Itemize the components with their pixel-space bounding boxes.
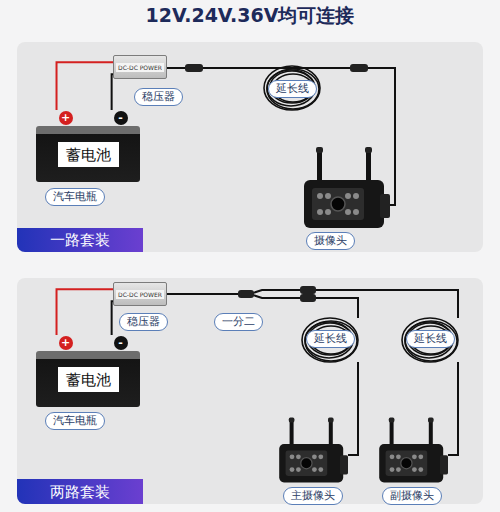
node-text: 延长线 (276, 82, 309, 95)
power-wire (57, 62, 113, 110)
label-pill: 延长线 (268, 80, 317, 98)
label-pill: 主摄像头 (283, 487, 343, 505)
terminal-sign: + (59, 336, 73, 350)
label-pill: 汽车电瓶 (45, 188, 105, 206)
battery-body: 蓄电池 (36, 126, 140, 182)
title: 12V.24V.36V均可连接 (0, 4, 500, 26)
terminal-sign: - (114, 336, 128, 350)
regulator-box: DC-DC POWER (113, 282, 167, 306)
power-wire (112, 301, 113, 335)
battery-body: 蓄电池 (36, 351, 140, 407)
label-pill: 摄像头 (306, 232, 355, 250)
node-text: 延长线 (414, 332, 447, 345)
node-text: 两路套装 (50, 483, 110, 501)
node-text: 主摄像头 (291, 489, 335, 502)
label-pill: 延长线 (406, 330, 455, 348)
battery-plate: 蓄电池 (58, 367, 119, 392)
node-text: 汽车电瓶 (53, 190, 97, 203)
node-text: 蓄电池 (66, 146, 111, 164)
node-text: DC-DC POWER (116, 290, 164, 299)
battery-box: 蓄电池 + - (36, 110, 140, 182)
terminal-sign: - (114, 111, 128, 125)
node-text: 汽车电瓶 (53, 414, 97, 427)
kit-band: 两路套装 (17, 479, 143, 504)
regulator-box: DC-DC POWER (113, 55, 167, 79)
node-text: 一分二 (222, 315, 255, 328)
node-text: 一路套装 (50, 231, 110, 249)
label-pill: 一分二 (214, 313, 263, 331)
power-wire (57, 289, 113, 335)
label-pill: 稳压器 (119, 313, 168, 331)
battery-plate: 蓄电池 (58, 142, 119, 167)
node-text: 稳压器 (142, 90, 175, 103)
terminal-sign: + (59, 111, 73, 125)
node-text: DC-DC POWER (116, 63, 164, 72)
label-pill: 延长线 (306, 330, 355, 348)
battery-box: 蓄电池 + - (36, 335, 140, 407)
label-pill: 汽车电瓶 (45, 412, 105, 430)
label-pill: 副摄像头 (382, 487, 442, 505)
power-wire (112, 74, 113, 110)
kit-band: 一路套装 (17, 228, 143, 252)
node-text: 稳压器 (127, 315, 160, 328)
node-text: 蓄电池 (66, 371, 111, 389)
node-text: 副摄像头 (390, 489, 434, 502)
node-text: 摄像头 (314, 234, 347, 247)
node-text: 延长线 (314, 332, 347, 345)
label-pill: 稳压器 (134, 88, 183, 106)
